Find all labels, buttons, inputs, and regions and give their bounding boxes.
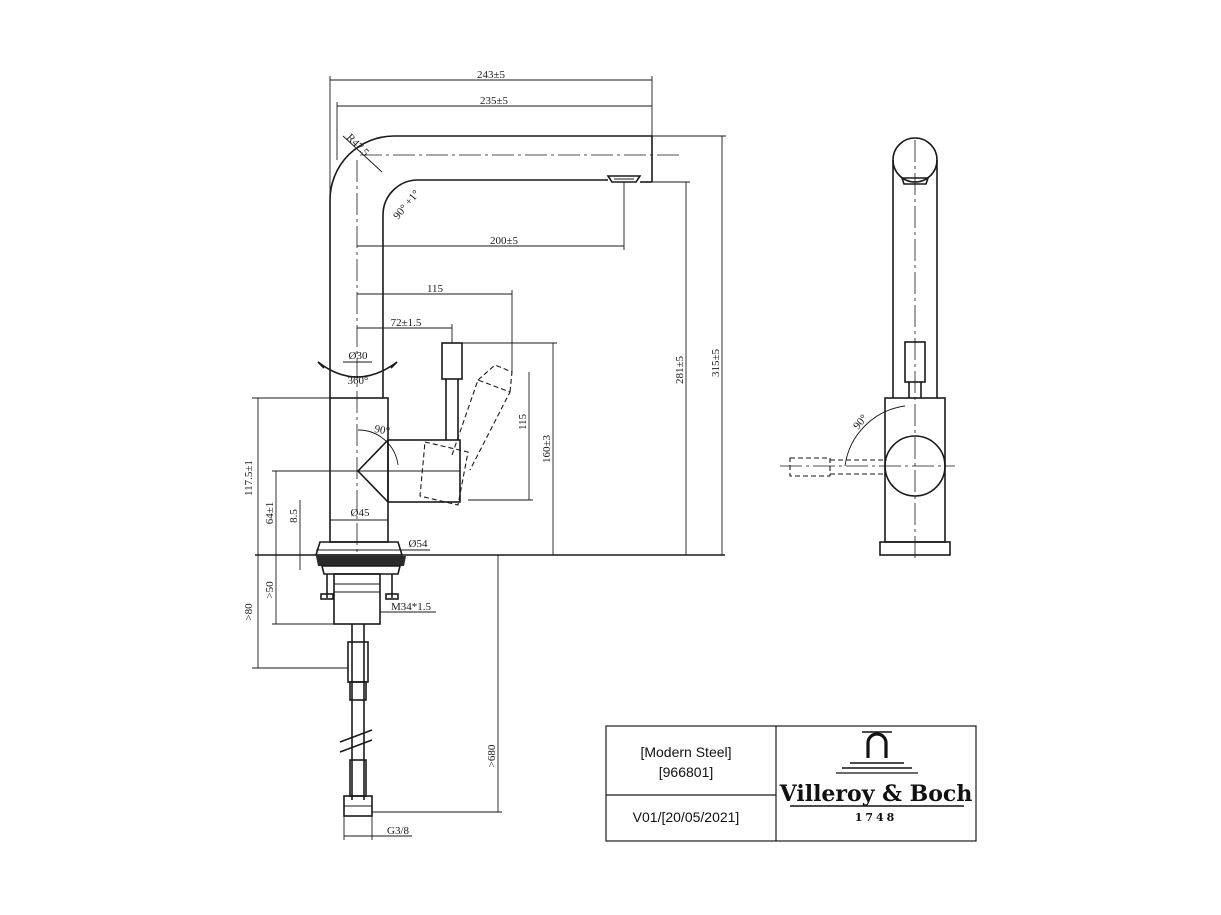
dim-base-thickness: 8.5 xyxy=(288,509,300,523)
dim-body-height: 117.5±1 xyxy=(243,460,255,496)
dim-body-diameter: Ø45 xyxy=(351,507,370,519)
dim-spout-outlet: 200±5 xyxy=(490,235,519,247)
product-name: [Modern Steel] xyxy=(640,744,731,760)
dim-side-lever-angle: 90° xyxy=(851,412,870,432)
article-number: [966801] xyxy=(659,764,714,780)
dim-lever-center: 115 xyxy=(427,283,444,295)
dim-shank-min: >80 xyxy=(243,603,255,621)
dim-total-height: 315±5 xyxy=(710,348,722,377)
dim-lever-height: 115 xyxy=(517,413,529,430)
dim-body-diameter-top: Ø30 xyxy=(349,350,368,362)
front-view: 243±5 235±5 R47.5 90° +1° 200±5 115 72±1… xyxy=(243,69,726,840)
dim-reach: 235±5 xyxy=(480,95,509,107)
title-block: [Modern Steel] [966801] V01/[20/05/2021]… xyxy=(605,725,977,842)
side-view: 90° xyxy=(780,137,955,560)
dim-outlet-height: 281±5 xyxy=(674,355,686,384)
dim-handle-axis-height: 64±1 xyxy=(264,502,276,525)
dim-rotation: 360° xyxy=(348,375,369,387)
dim-base-diameter: Ø54 xyxy=(409,538,428,550)
dim-hose-length: >680 xyxy=(486,744,498,767)
brand-name: Villeroy & Boch xyxy=(779,781,973,807)
brand-logo: Villeroy & Boch 1748 xyxy=(779,731,973,824)
dim-hose-connector: G3/8 xyxy=(387,825,410,837)
dim-thread-min: >50 xyxy=(264,581,276,599)
dim-thread: M34*1.5 xyxy=(391,601,432,613)
dim-lever-offset: 72±1.5 xyxy=(391,317,422,329)
dim-overall-reach: 243±5 xyxy=(477,69,506,81)
dim-lever-to-base: 160±3 xyxy=(541,434,553,463)
brand-year: 1748 xyxy=(855,811,898,824)
dim-bend-angle: 90° +1° xyxy=(391,188,422,222)
version-date: V01/[20/05/2021] xyxy=(633,809,740,825)
dim-lever-angle: 90° xyxy=(373,423,390,437)
